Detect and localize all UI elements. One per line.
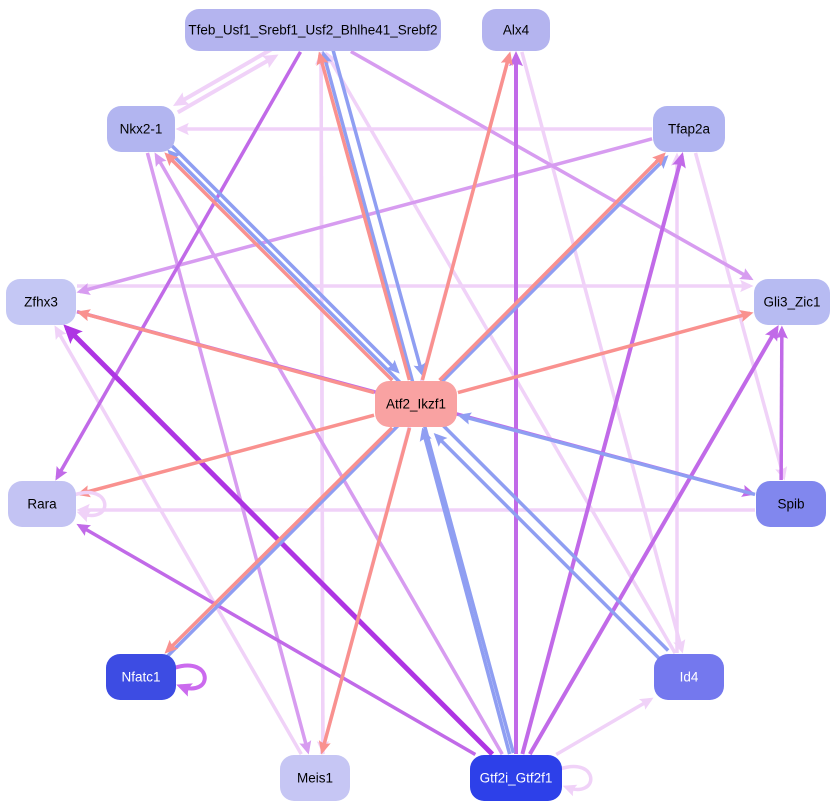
node-zfhx3[interactable]: Zfhx3 bbox=[6, 279, 76, 325]
edge-gtf2i-id4 bbox=[555, 697, 654, 757]
edge-id4-atf2 bbox=[433, 433, 661, 661]
node-atf2[interactable]: Atf2_Ikzf1 bbox=[375, 381, 457, 427]
node-tfap2a[interactable]: Tfap2a bbox=[653, 106, 725, 152]
node-tfeb[interactable]: Tfeb_Usf1_Srebf1_Usf2_Bhlhe41_Srebf2 bbox=[185, 9, 441, 51]
edge-spib-atf2 bbox=[457, 412, 756, 497]
edge-atf2-tfap2a bbox=[438, 152, 666, 382]
edge-tfeb-gli3 bbox=[349, 49, 754, 281]
edge-alx4-id4 bbox=[520, 51, 686, 654]
edge-gtf2i-gli3 bbox=[528, 325, 779, 756]
edge-spib-gli3 bbox=[775, 325, 788, 480]
edge-meis1-zfhx3 bbox=[54, 325, 303, 756]
node-nkx21[interactable]: Nkx2-1 bbox=[107, 106, 175, 152]
edge-gtf2i-atf2 bbox=[419, 427, 512, 755]
edge-id4-tfeb bbox=[325, 51, 677, 655]
edge-atf2-alx4 bbox=[420, 51, 513, 381]
edge-tfeb-atf2 bbox=[330, 47, 426, 377]
edge-nkx21-atf2 bbox=[170, 144, 400, 374]
edge-atf2-rara bbox=[76, 413, 375, 498]
edge-gtf2i-rara bbox=[76, 523, 477, 757]
edge-atf2-nkx21 bbox=[164, 152, 394, 382]
node-spib[interactable]: Spib bbox=[756, 481, 826, 527]
edge-atf2-meis1 bbox=[318, 427, 412, 755]
node-rara[interactable]: Rara bbox=[8, 481, 76, 527]
self-loop-rara bbox=[73, 490, 107, 523]
node-nfatc1[interactable]: Nfatc1 bbox=[106, 654, 176, 700]
edge-gtf2i-nkx21 bbox=[154, 152, 504, 756]
self-loop-gtf2i bbox=[559, 764, 593, 797]
edge-tfeb-nkx21 bbox=[173, 46, 275, 106]
edge-atf2-tfeb bbox=[316, 51, 412, 381]
node-meis1[interactable]: Meis1 bbox=[280, 755, 350, 801]
edge-atf2-gli3 bbox=[457, 309, 754, 395]
edge-nkx21-tfeb bbox=[176, 54, 279, 115]
edge-tfeb-rara bbox=[55, 50, 303, 481]
edge-atf2-nfatc1 bbox=[164, 426, 394, 654]
node-alx4[interactable]: Alx4 bbox=[482, 9, 550, 51]
node-id4[interactable]: Id4 bbox=[654, 654, 724, 700]
self-loop-nfatc1 bbox=[173, 663, 207, 697]
node-gtf2i[interactable]: Gtf2i_Gtf2f1 bbox=[470, 755, 562, 801]
edge-atf2-zfhx3 bbox=[76, 309, 375, 395]
edge-nkx21-meis1 bbox=[145, 152, 312, 755]
node-gli3[interactable]: Gli3_Zic1 bbox=[754, 279, 830, 325]
edge-tfeb-meis1 bbox=[316, 51, 330, 755]
